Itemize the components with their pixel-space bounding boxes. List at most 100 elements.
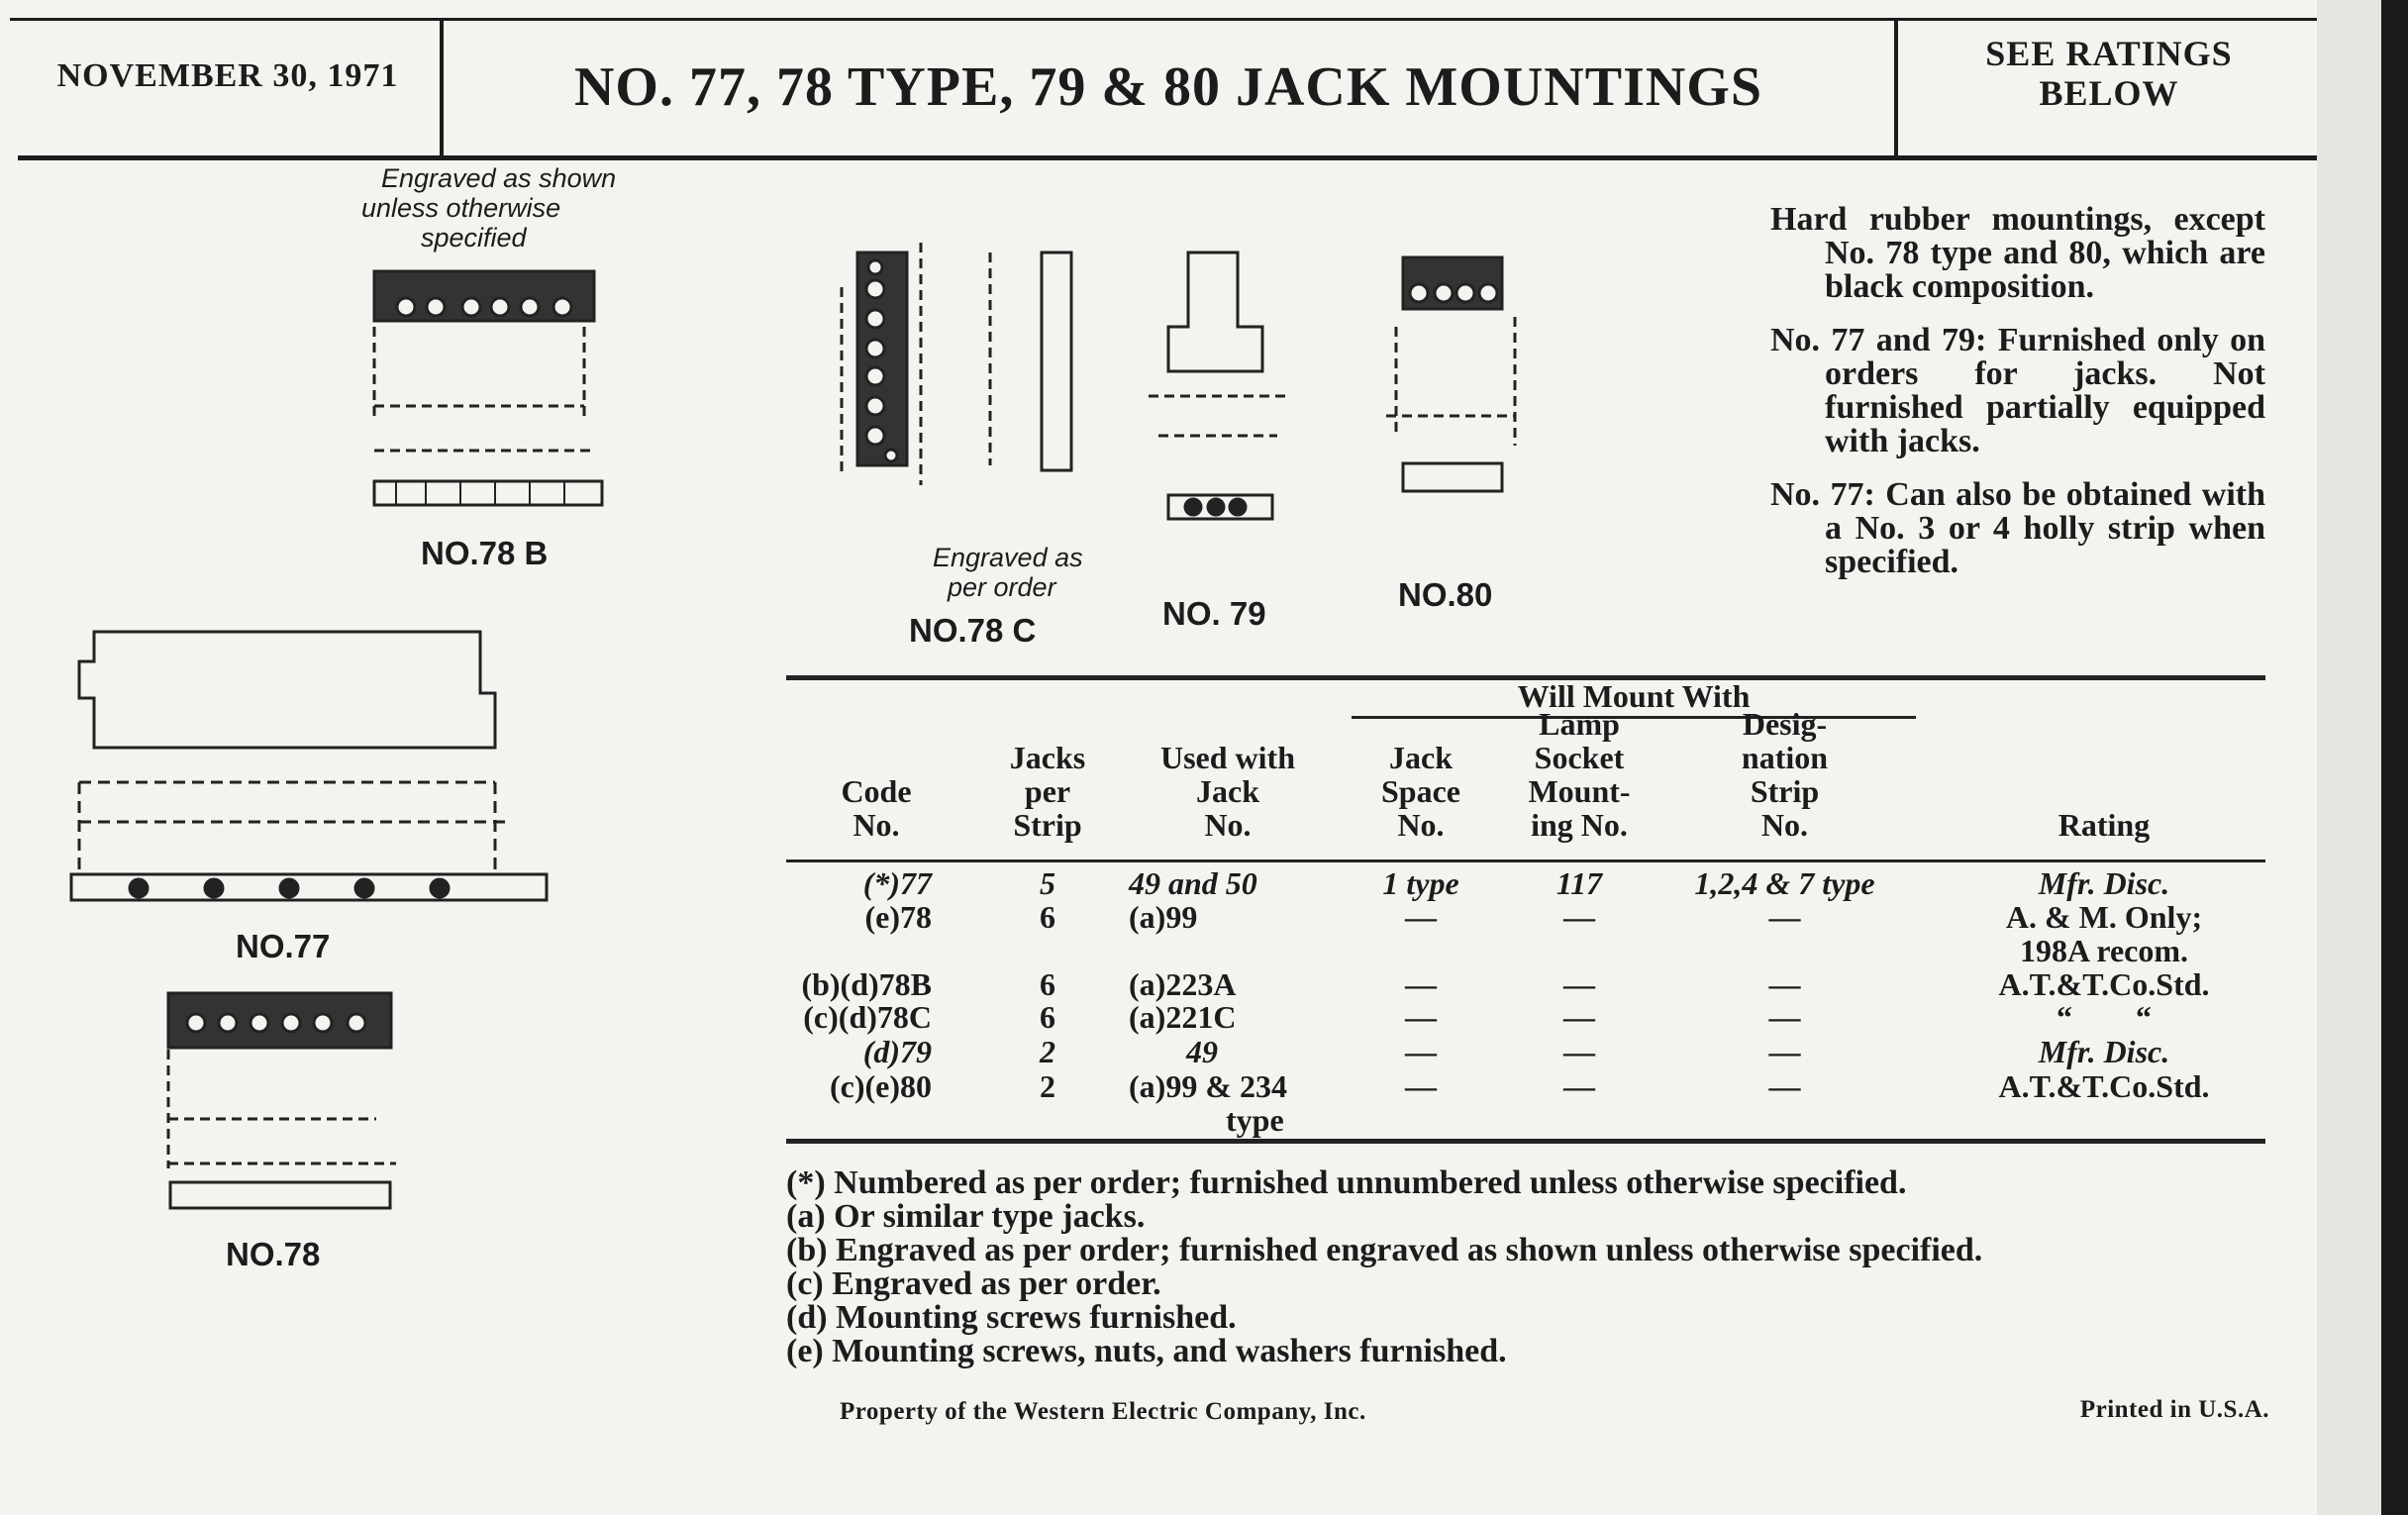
code-text: Code — [841, 773, 912, 809]
jacks-text: per — [1024, 773, 1071, 809]
code-text: (*)77 — [862, 865, 932, 901]
lamp-text: Mount- — [1528, 773, 1631, 809]
header-top-border — [10, 18, 2317, 21]
header-divider — [1894, 18, 1898, 156]
rating-text: Mfr. Disc. — [2038, 865, 2170, 901]
space-text: Jack — [1389, 740, 1453, 775]
lamp-text: Lamp — [1539, 706, 1620, 742]
code-text: (b)(d)78B — [801, 966, 932, 1002]
printed-notice: Printed in U.S.A. — [2079, 1396, 2269, 1423]
jacks-text: 2 — [1040, 1034, 1055, 1069]
figure-label-78b: NO.78 B — [421, 535, 549, 571]
rating-text: Mfr. Disc. — [2038, 1034, 2170, 1069]
des-text: — — [1768, 1068, 1801, 1104]
used-text: (a)221C — [1129, 999, 1237, 1035]
header-divider — [440, 18, 444, 156]
space-text: — — [1405, 999, 1437, 1035]
code-text: (c)(d)78C — [803, 999, 932, 1035]
used-text: No. — [1204, 807, 1252, 843]
used-text: (a)99 — [1129, 899, 1198, 935]
des-text: — — [1768, 899, 1801, 935]
engraved-line: specified — [421, 223, 527, 252]
drawing-80 — [1386, 255, 1517, 493]
figure-label-78: NO.78 — [226, 1236, 321, 1272]
engraved-note: Engraved as shown unless otherwise speci… — [361, 163, 617, 252]
drawing-78c — [840, 243, 1073, 485]
used2-text: type — [1226, 1102, 1284, 1138]
des-text: 1,2,4 & 7 type — [1694, 865, 1875, 901]
ratings-line: SEE RATINGS — [1985, 34, 2233, 73]
engraved-order-note: Engraved as per order — [933, 543, 1083, 602]
jacks-text: 6 — [1040, 899, 1055, 935]
drawing-77 — [69, 630, 549, 902]
used-text: Used with — [1159, 740, 1295, 775]
code-text: No. — [853, 807, 900, 843]
code-text: (e)78 — [864, 899, 932, 935]
used-text: 49 and 50 — [1129, 865, 1257, 901]
lamp-text: — — [1563, 899, 1595, 935]
space-text: — — [1405, 899, 1437, 935]
jacks-text: Strip — [1013, 807, 1082, 843]
des-text: Desig- — [1742, 706, 1828, 742]
lamp-text: 117 — [1555, 865, 1603, 901]
column-header-rating: Rating — [2057, 807, 2151, 843]
footnote: (c) Engraved as per order. — [786, 1265, 1161, 1302]
space-text: — — [1405, 966, 1437, 1002]
des-text: — — [1768, 1034, 1801, 1069]
ratings-line: BELOW — [2039, 73, 2179, 113]
table-bottom-rule — [786, 1139, 2265, 1144]
footnote: (d) Mounting screws furnished. — [786, 1299, 1237, 1336]
footnote: (*) Numbered as per order; furnished unn… — [786, 1164, 1907, 1201]
figure-label-79: NO. 79 — [1162, 595, 1266, 632]
rating-text: “ “ — [2057, 999, 2152, 1035]
des-text: No. — [1760, 807, 1809, 843]
header-bottom-rule — [18, 155, 2317, 160]
footnote: (b) Engraved as per order; furnished eng… — [786, 1232, 1983, 1268]
note: Hard rubber mountings, except No. 78 typ… — [1770, 201, 2265, 305]
space-text: No. — [1397, 807, 1445, 843]
note: No. 77: Can also be obtained with a No. … — [1770, 476, 2265, 580]
footnote: (a) Or similar type jacks. — [786, 1198, 1146, 1235]
page-title: NO. 77, 78 TYPE, 79 & 80 JACK MOUNTINGS — [573, 56, 1762, 118]
des-text: — — [1768, 999, 1801, 1035]
jacks-text: 5 — [1040, 865, 1055, 901]
space-text: Space — [1381, 773, 1460, 809]
des-text: — — [1768, 966, 1801, 1002]
jacks-text: Jacks — [1009, 740, 1086, 775]
lamp-text: Socket — [1534, 740, 1625, 775]
notes: Hard rubber mountings, except No. 78 typ… — [1770, 203, 2265, 599]
space-text: — — [1405, 1068, 1437, 1104]
jacks-text: 6 — [1040, 966, 1055, 1002]
code-text: (c)(e)80 — [829, 1068, 932, 1104]
ratings-reference: SEE RATINGS BELOW — [1901, 34, 2317, 113]
figure-label-78c: NO.78 C — [909, 612, 1037, 649]
table-top-rule — [786, 675, 2265, 680]
lamp-text: ing No. — [1531, 807, 1628, 843]
used-text: 49 — [1186, 1034, 1218, 1069]
space-text: — — [1405, 1034, 1437, 1069]
drawing-79 — [1149, 251, 1287, 521]
drawing-78 — [166, 991, 396, 1210]
drawing-78b — [372, 269, 604, 507]
des-text: nation — [1741, 740, 1829, 775]
table-header-rule — [786, 859, 2265, 862]
rating-text: A. & M. Only; — [2005, 899, 2203, 935]
space-text: 1 type — [1382, 865, 1459, 901]
page-edge — [2317, 0, 2381, 1515]
engraved-line: unless otherwise — [361, 193, 561, 223]
group-header-rule — [1352, 716, 1916, 719]
used-text: Jack — [1196, 773, 1259, 809]
engraved-line: Engraved as — [933, 543, 1083, 572]
rating-text: A.T.&T.Co.Std. — [1998, 1068, 2210, 1104]
engraved-line: Engraved as shown — [381, 163, 617, 193]
figure-label-77: NO.77 — [236, 928, 331, 964]
figure-label-80: NO.80 — [1398, 576, 1493, 613]
lamp-text: — — [1563, 966, 1595, 1002]
used-text: (a)99 & 234 — [1129, 1068, 1287, 1104]
jacks-text: 6 — [1040, 999, 1055, 1035]
